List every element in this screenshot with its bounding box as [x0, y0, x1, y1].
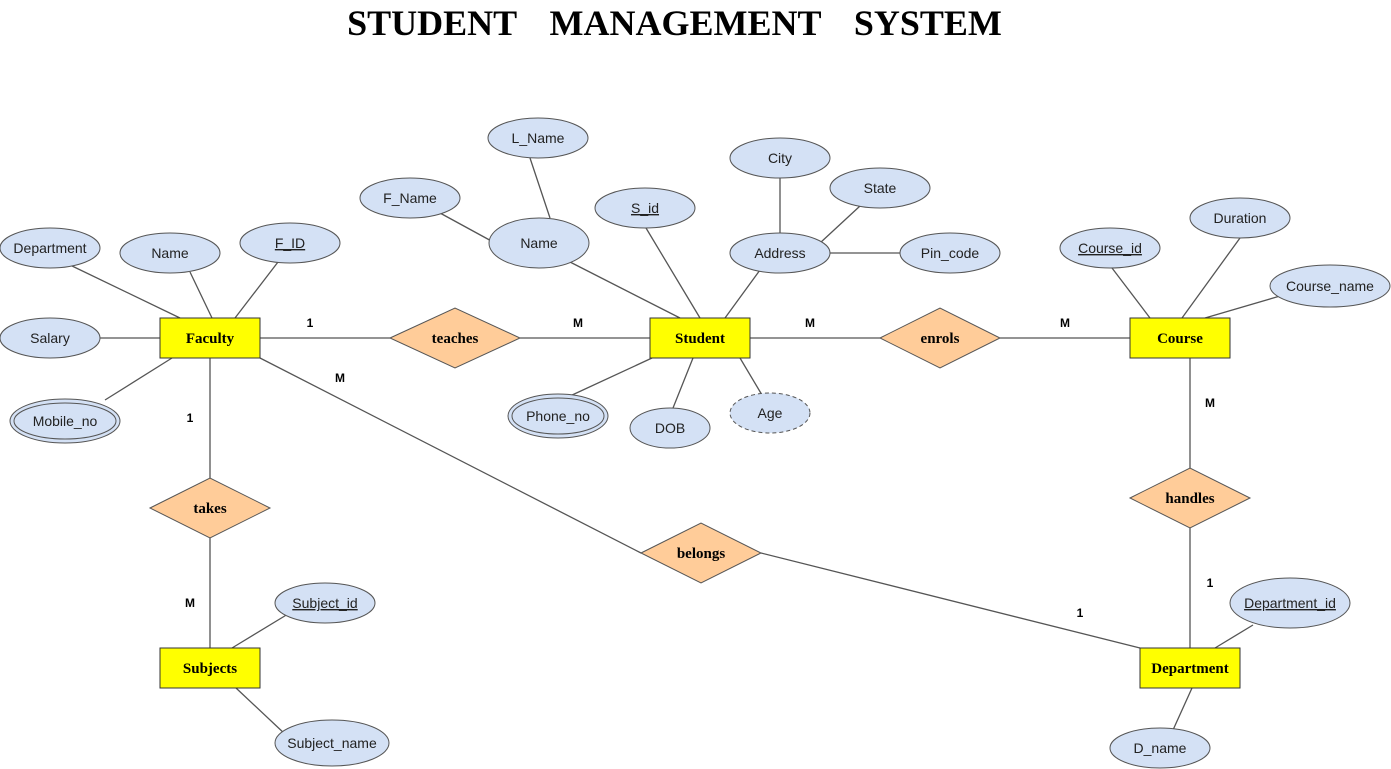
- attribute-student-phone-no[interactable]: Phone_no: [507, 393, 609, 439]
- relationship-enrols[interactable]: enrols: [878, 307, 1002, 369]
- attribute-student-pin-code[interactable]: Pin_code: [899, 232, 1001, 274]
- attribute-student-city-label: City: [768, 150, 792, 166]
- entity-student-label: Student: [675, 331, 725, 347]
- cardinality-teaches-student: M: [573, 316, 583, 330]
- attribute-department-d-name-label: D_name: [1134, 740, 1187, 756]
- attribute-faculty-salary-label: Salary: [30, 330, 70, 346]
- entity-course[interactable]: Course: [1129, 317, 1231, 359]
- attribute-subject-subject-id[interactable]: Subject_id: [274, 582, 376, 624]
- attribute-faculty-salary[interactable]: Salary: [0, 317, 101, 359]
- attribute-faculty-name[interactable]: Name: [119, 232, 221, 274]
- attribute-student-name[interactable]: Name: [488, 217, 590, 269]
- attribute-subject-subject-id-label: Subject_id: [292, 595, 357, 611]
- attribute-student-address[interactable]: Address: [729, 232, 831, 274]
- attribute-student-l-name[interactable]: L_Name: [487, 117, 589, 159]
- entity-subjects-label: Subjects: [183, 661, 237, 677]
- entity-faculty[interactable]: Faculty: [159, 317, 261, 359]
- relationship-belongs[interactable]: belongs: [639, 522, 763, 584]
- cardinality-handles-department: 1: [1207, 576, 1214, 590]
- cardinality-takes-subjects: M: [185, 596, 195, 610]
- cardinality-belongs-department: 1: [1077, 606, 1084, 620]
- attribute-student-state-label: State: [864, 180, 897, 196]
- attribute-student-f-name[interactable]: F_Name: [359, 177, 461, 219]
- cardinality-faculty-belongs: M: [335, 371, 345, 385]
- attribute-student-s-id[interactable]: S_id: [594, 187, 696, 229]
- attribute-student-pin-code-label: Pin_code: [921, 245, 980, 261]
- attribute-faculty-f-id[interactable]: F_ID: [239, 222, 341, 264]
- attribute-subject-subject-name-label: Subject_name: [287, 735, 377, 751]
- attribute-course-course-id-label: Course_id: [1078, 240, 1142, 256]
- relationship-takes-label: takes: [193, 501, 226, 517]
- cardinality-enrols-course: M: [1060, 316, 1070, 330]
- cardinality-faculty-takes: 1: [187, 411, 194, 425]
- attribute-student-name-label: Name: [520, 235, 558, 251]
- attribute-student-f-name-label: F_Name: [383, 190, 437, 206]
- entity-department[interactable]: Department: [1139, 647, 1241, 689]
- attribute-faculty-mobile-no-label: Mobile_no: [33, 413, 98, 429]
- attribute-course-duration[interactable]: Duration: [1189, 197, 1291, 239]
- entity-department-label: Department: [1151, 661, 1228, 677]
- cardinality-course-handles: M: [1205, 396, 1215, 410]
- attribute-course-course-id[interactable]: Course_id: [1059, 227, 1161, 269]
- relationship-handles[interactable]: handles: [1128, 467, 1252, 529]
- cardinality-faculty-teaches: 1: [307, 316, 314, 330]
- relationship-enrols-label: enrols: [921, 331, 960, 347]
- attribute-department-department-id[interactable]: Department_id: [1229, 577, 1351, 629]
- cardinality-student-enrols: M: [805, 316, 815, 330]
- attribute-student-state[interactable]: State: [829, 167, 931, 209]
- attribute-student-address-label: Address: [754, 245, 805, 261]
- attribute-student-dob[interactable]: DOB: [629, 407, 711, 449]
- attribute-subject-subject-name[interactable]: Subject_name: [274, 719, 390, 767]
- relationship-teaches-label: teaches: [432, 331, 479, 347]
- relationship-belongs-label: belongs: [677, 546, 726, 562]
- attribute-faculty-name-label: Name: [151, 245, 189, 261]
- attribute-student-l-name-label: L_Name: [512, 130, 565, 146]
- attribute-student-s-id-label: S_id: [631, 200, 659, 216]
- attribute-faculty-department[interactable]: Department: [0, 227, 101, 269]
- entity-course-label: Course: [1157, 331, 1203, 347]
- attribute-student-age[interactable]: Age: [729, 392, 811, 434]
- entity-subjects[interactable]: Subjects: [159, 647, 261, 689]
- entity-student[interactable]: Student: [649, 317, 751, 359]
- relationship-takes[interactable]: takes: [148, 477, 272, 539]
- relationship-teaches[interactable]: teaches: [388, 307, 522, 369]
- attribute-faculty-department-label: Department: [13, 240, 86, 256]
- relationship-handles-label: handles: [1165, 491, 1214, 507]
- connector-lines: [69, 157, 1281, 736]
- attribute-faculty-mobile-no[interactable]: Mobile_no: [9, 398, 121, 444]
- cardinality-labels: 1 M M M 1 M M 1 M 1: [185, 316, 1215, 620]
- entity-faculty-label: Faculty: [186, 331, 235, 347]
- attribute-student-age-label: Age: [758, 405, 783, 421]
- attribute-student-phone-no-label: Phone_no: [526, 408, 590, 424]
- attribute-course-course-name-label: Course_name: [1286, 278, 1374, 294]
- attribute-student-dob-label: DOB: [655, 420, 685, 436]
- attribute-course-course-name[interactable]: Course_name: [1269, 264, 1391, 308]
- attribute-department-d-name[interactable]: D_name: [1109, 727, 1211, 769]
- attribute-student-city[interactable]: City: [729, 137, 831, 179]
- attribute-faculty-f-id-label: F_ID: [275, 235, 305, 251]
- attribute-department-department-id-label: Department_id: [1244, 595, 1336, 611]
- diagram-title: STUDENT MANAGEMENT SYSTEM: [347, 3, 1002, 43]
- attribute-course-duration-label: Duration: [1214, 210, 1267, 226]
